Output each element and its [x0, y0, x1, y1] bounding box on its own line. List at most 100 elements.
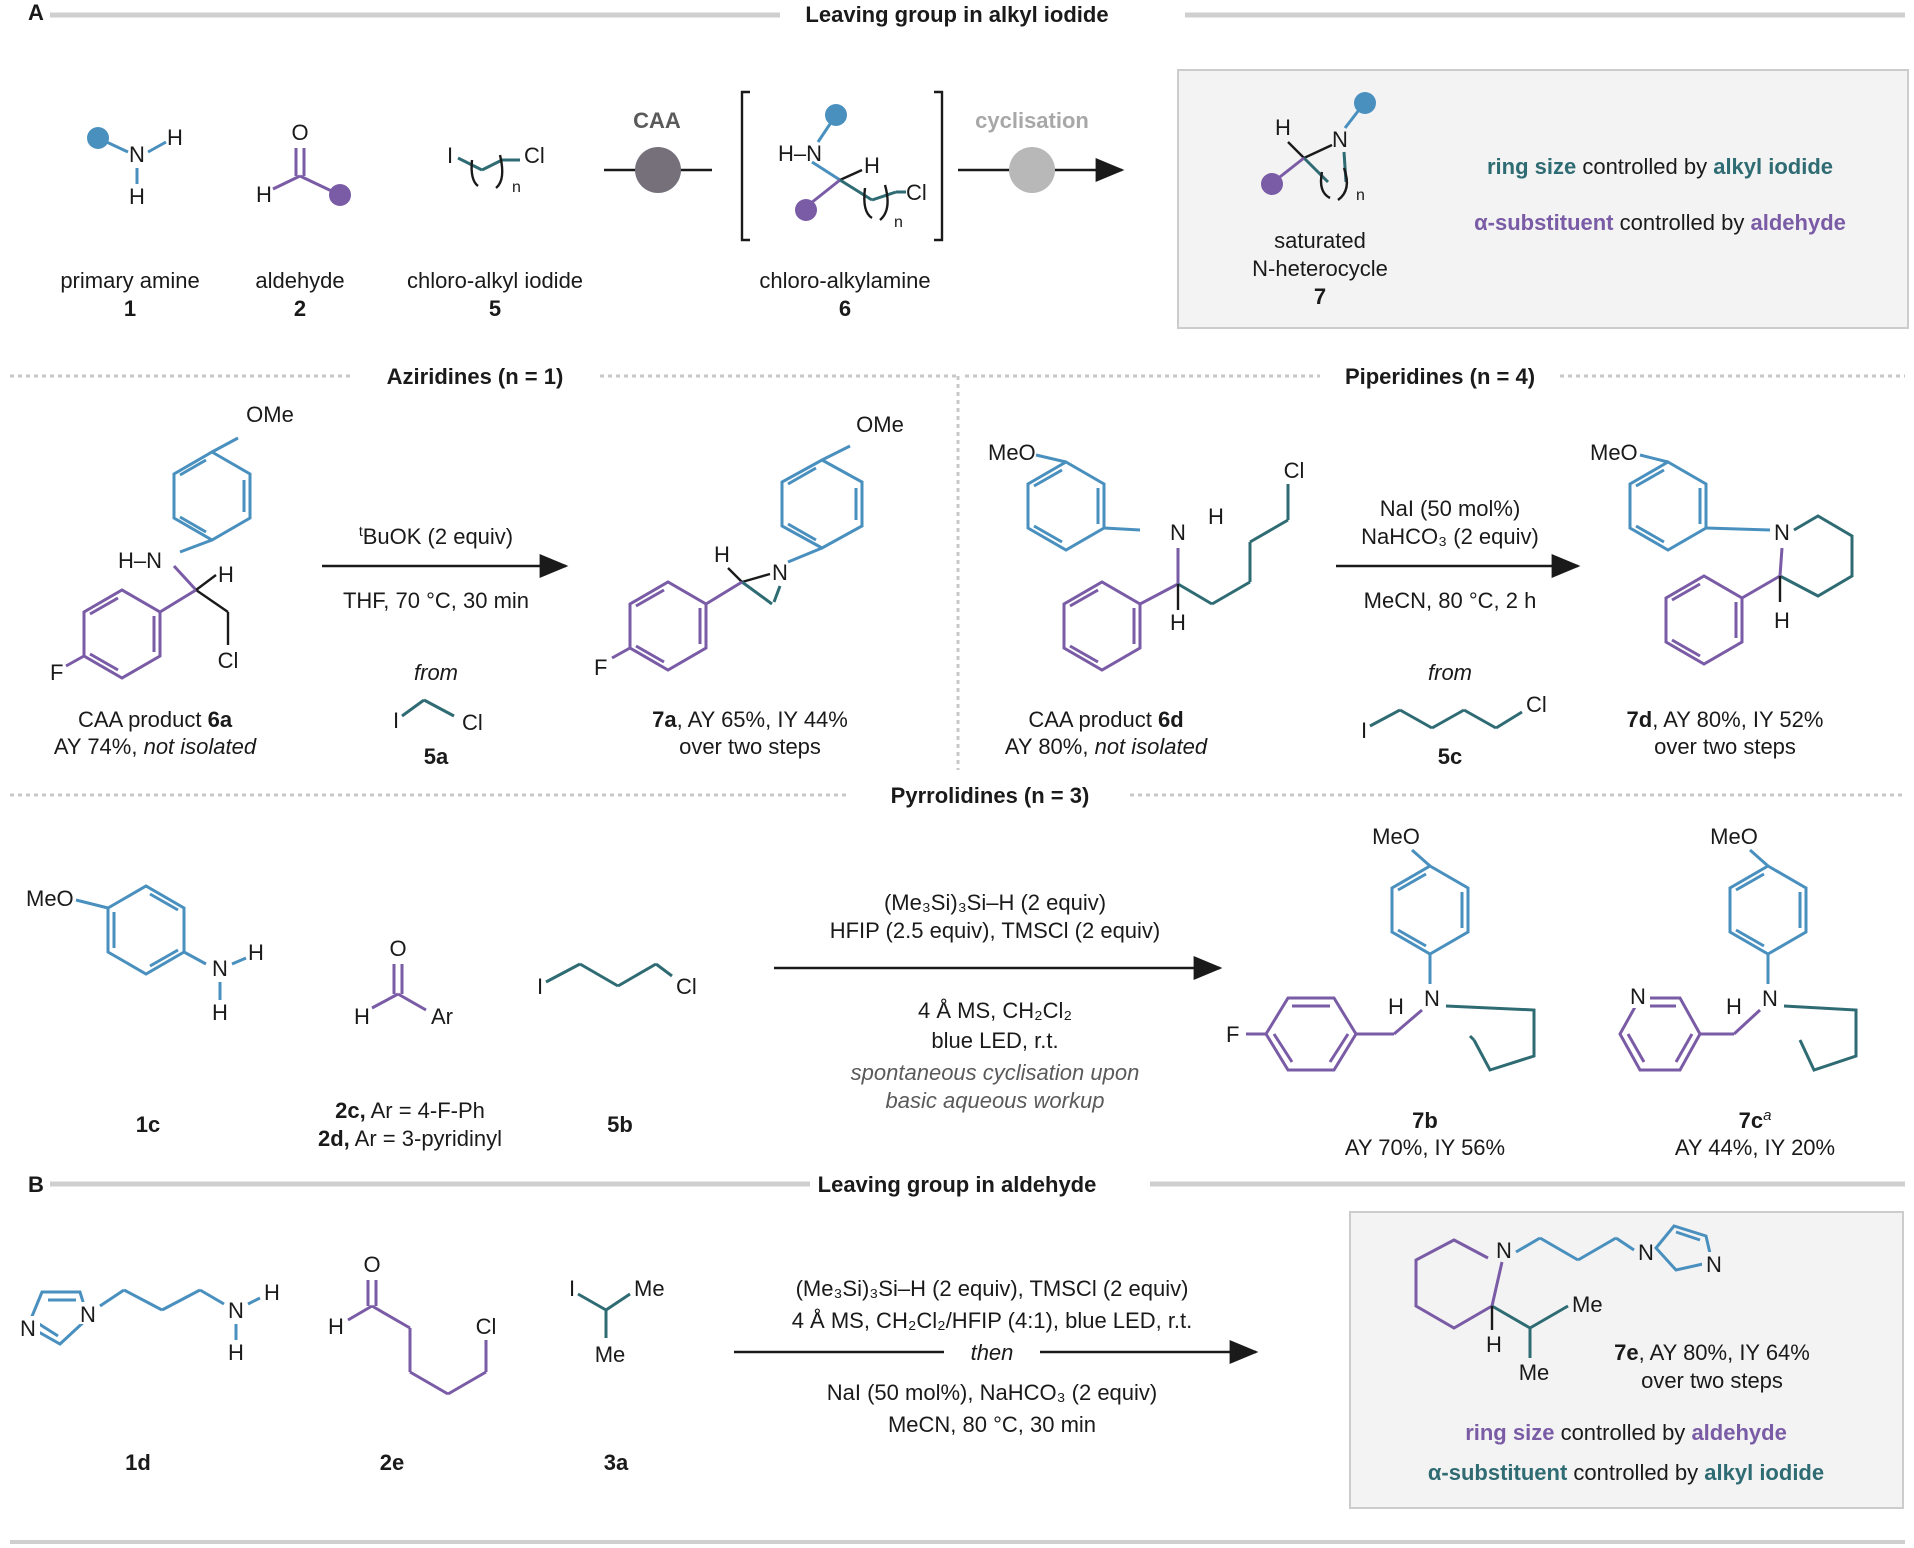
section-b-title: Leaving group in aldehyde: [818, 1172, 1097, 1197]
product-number: 7: [1314, 284, 1326, 309]
product-box-b: [1349, 1211, 1904, 1509]
svg-text:Me: Me: [595, 1342, 626, 1367]
svg-text:H: H: [354, 1004, 370, 1029]
pyrrolidine-7b-number: 7b: [1412, 1108, 1438, 1133]
section-a-letter: A: [28, 0, 44, 25]
svg-text:N: N: [772, 560, 788, 585]
svg-text:N: N: [228, 1298, 244, 1323]
svg-text:MeO: MeO: [26, 886, 74, 911]
aldehyde-2c-label: 2c, Ar = 4-F-Ph: [335, 1098, 485, 1123]
piperidine-7e-structure: N N N Me Me H: [1414, 1224, 1726, 1385]
aziridine-reagent: tBuOK (2 equiv): [359, 523, 513, 549]
amine-1c-structure: MeO N H H: [26, 884, 264, 1025]
svg-text:F: F: [1226, 1022, 1239, 1047]
aldehyde-structure: O H: [256, 120, 351, 207]
caa-6d-label: CAA product 6d: [1028, 707, 1183, 732]
svg-text:N: N: [1332, 127, 1348, 152]
cyclisation-dot: [1009, 147, 1055, 193]
svg-text:F: F: [50, 660, 63, 685]
svg-text:H: H: [714, 542, 730, 567]
pyrrolidine-note-1: spontaneous cyclisation upon: [851, 1060, 1140, 1085]
piperidine-from: from: [1428, 660, 1472, 685]
aziridine-7a-structure: OMe N H F: [594, 412, 904, 680]
iodide-5b-number: 5b: [607, 1112, 633, 1137]
section-b-letter: B: [28, 1172, 44, 1197]
product-box-a: [1177, 69, 1909, 329]
svg-text:n: n: [894, 214, 903, 231]
svg-text:H: H: [218, 562, 234, 587]
svg-text:Cl: Cl: [462, 710, 483, 735]
intermediate-number: 6: [839, 296, 851, 321]
svg-text:Cl: Cl: [1526, 692, 1547, 717]
section-a-title: Leaving group in alkyl iodide: [805, 2, 1108, 27]
caa-6a-yield: AY 74%, not isolated: [54, 734, 257, 759]
svg-text:H: H: [1275, 115, 1291, 140]
section-b-cond-4: NaI (50 mol%), NaHCO₃ (2 equiv): [827, 1380, 1158, 1405]
aldehyde-number: 2: [294, 296, 306, 321]
svg-text:O: O: [389, 936, 406, 961]
pyrrolidines-title: Pyrrolidines (n = 3): [891, 783, 1090, 808]
svg-text:H: H: [1486, 1332, 1502, 1357]
piperidine-conditions: MeCN, 80 °C, 2 h: [1364, 588, 1537, 613]
aziridine-conditions: THF, 70 °C, 30 min: [343, 588, 529, 613]
svg-text:OMe: OMe: [856, 412, 904, 437]
svg-text:MeO: MeO: [988, 440, 1036, 465]
piperidine-7d-yield: 7d, AY 80%, IY 52%: [1627, 707, 1824, 732]
pyrrolidine-cond-3: 4 Å MS, CH₂Cl₂: [918, 998, 1072, 1023]
iodide-5c-structure: I Cl: [1361, 692, 1547, 743]
svg-text:H: H: [1726, 994, 1742, 1019]
aziridines-title: Aziridines (n = 1): [387, 364, 564, 389]
svg-text:H: H: [1208, 504, 1224, 529]
svg-text:MeO: MeO: [1372, 824, 1420, 849]
svg-text:I: I: [393, 708, 399, 733]
svg-text:N: N: [1170, 520, 1186, 545]
iodide-5a-structure: I Cl: [393, 698, 483, 735]
product-7e-note: over two steps: [1641, 1368, 1783, 1393]
svg-text:Me: Me: [1572, 1292, 1603, 1317]
iodide-3a-number: 3a: [604, 1450, 629, 1475]
svg-text:MeO: MeO: [1710, 824, 1758, 849]
amine-1d-structure: N N N H H: [16, 1280, 280, 1365]
svg-text:F: F: [594, 655, 607, 680]
iodide-5c-number: 5c: [1438, 744, 1462, 769]
iodide-5b-structure: I Cl: [537, 962, 697, 999]
note-alpha-b: α-substituent controlled by alkyl iodide: [1428, 1460, 1824, 1485]
pyrrolidine-7c-structure: MeO N H N: [1618, 824, 1858, 1072]
svg-text:n: n: [512, 179, 521, 196]
amine-number: 1: [124, 296, 136, 321]
svg-text:N: N: [1424, 986, 1440, 1011]
svg-text:H–N: H–N: [778, 141, 822, 166]
svg-text:H: H: [864, 153, 880, 178]
iodide-label: chloro-alkyl iodide: [407, 268, 583, 293]
svg-text:H: H: [328, 1314, 344, 1339]
svg-text:N: N: [212, 956, 228, 981]
piperidine-7d-note: over two steps: [1654, 734, 1796, 759]
svg-text:N: N: [1638, 1240, 1654, 1265]
pyrrolidine-7b-yield: AY 70%, IY 56%: [1345, 1135, 1505, 1160]
aziridine-7a-note: over two steps: [679, 734, 821, 759]
pyrrolidine-7c-number: 7ca: [1739, 1107, 1772, 1134]
aziridine-from: from: [414, 660, 458, 685]
svg-text:Cl: Cl: [524, 143, 545, 168]
svg-text:H: H: [167, 125, 183, 150]
pyrrolidine-cond-4: blue LED, r.t.: [931, 1028, 1058, 1053]
note-ring-size-b: ring size controlled by aldehyde: [1465, 1420, 1787, 1445]
svg-text:H: H: [256, 182, 272, 207]
cyclisation-label: cyclisation: [975, 108, 1089, 133]
primary-amine-structure: N H H: [87, 125, 183, 209]
svg-text:Cl: Cl: [676, 974, 697, 999]
svg-text:N: N: [80, 1302, 96, 1327]
bracket-right: [934, 90, 944, 242]
product-label-2: N-heterocycle: [1252, 256, 1388, 281]
svg-text:I: I: [447, 143, 453, 168]
chloroalkyl-iodide-structure: I n Cl: [447, 143, 545, 196]
svg-text:n: n: [1356, 187, 1365, 204]
iodide-number: 5: [489, 296, 501, 321]
svg-text:Ar: Ar: [431, 1004, 453, 1029]
svg-text:H: H: [1170, 610, 1186, 635]
caa-dot: [635, 147, 681, 193]
svg-text:H: H: [248, 940, 264, 965]
product-label-1: saturated: [1274, 228, 1366, 253]
svg-text:O: O: [291, 120, 308, 145]
svg-text:N: N: [1774, 520, 1790, 545]
